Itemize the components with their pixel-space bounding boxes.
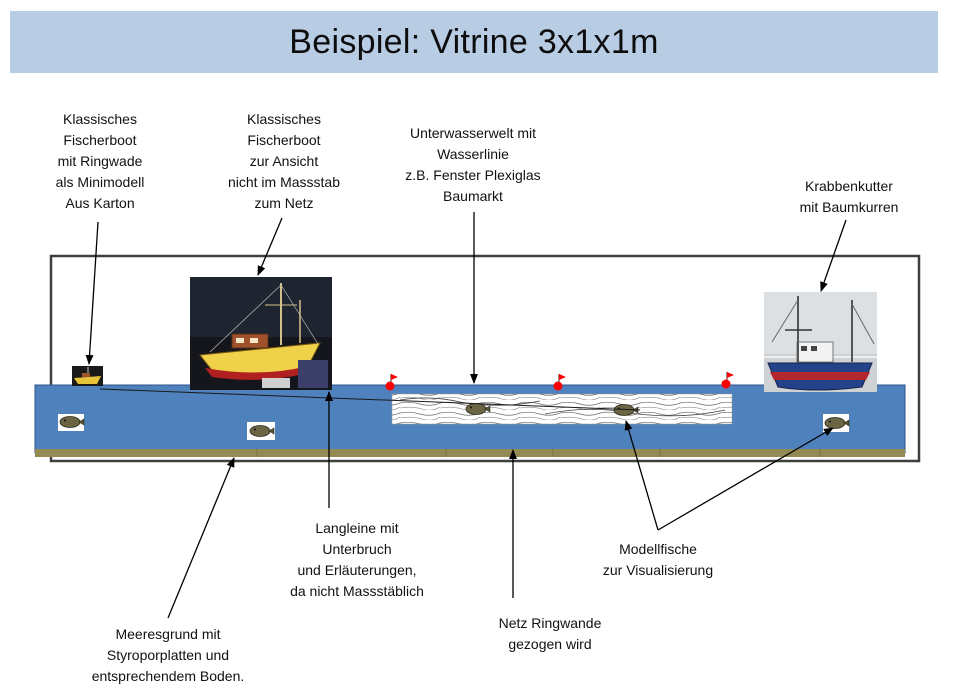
red-flag-icon bbox=[385, 374, 398, 391]
underwater-sketch bbox=[391, 393, 733, 425]
flatfish-icon bbox=[823, 414, 850, 432]
label-display-boat: Klassisches Fischerboot zur Ansicht nich… bbox=[227, 111, 341, 211]
vitrine-frame bbox=[49, 254, 921, 463]
red-flag-icon bbox=[721, 372, 734, 389]
net-line bbox=[99, 388, 641, 411]
title-bar: Beispiel: Vitrine 3x1x1m bbox=[10, 11, 938, 73]
fishing-boat-photo bbox=[190, 277, 332, 390]
red-flag-icon bbox=[553, 374, 566, 391]
label-net: Netz Ringwande gezogen wird bbox=[498, 615, 602, 652]
label-model-fish: Modellfische zur Visualisierung bbox=[602, 541, 714, 578]
label-shrimp-cutter: Krabbenkutter mit Baumkurren bbox=[799, 178, 899, 215]
flatfish-icon bbox=[247, 422, 275, 440]
flatfish-icon bbox=[58, 414, 85, 431]
shrimp-cutter-photo bbox=[764, 292, 877, 392]
annotation-arrows bbox=[85, 212, 847, 619]
styrofoam-panel-joints bbox=[256, 449, 821, 457]
mini-boat-icon bbox=[72, 366, 103, 386]
label-underwater-world: Unterwasserwelt mit Wasserlinie z.B. Fen… bbox=[405, 125, 541, 204]
label-mini-boat: Klassisches Fischerboot mit Ringwade als… bbox=[55, 111, 145, 211]
page-title: Beispiel: Vitrine 3x1x1m bbox=[289, 22, 659, 61]
sea-floor bbox=[35, 449, 905, 457]
label-longline: Langleine mit Unterbruch und Erläuterung… bbox=[290, 520, 424, 599]
label-seabed: Meeresgrund mit Styroporplatten und ents… bbox=[91, 626, 245, 684]
